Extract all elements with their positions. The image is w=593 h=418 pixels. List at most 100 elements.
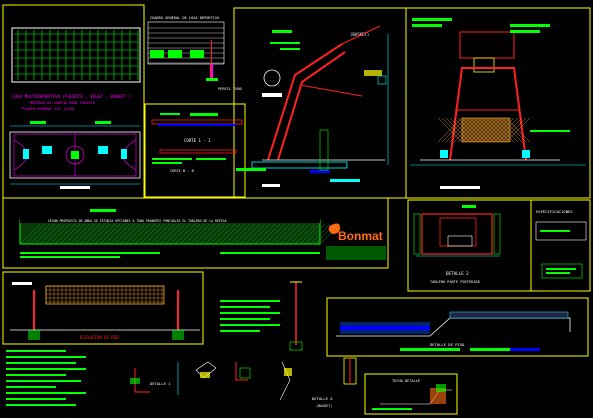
- hatch-line: [144, 223, 166, 245]
- bottom-notes: [6, 350, 86, 406]
- plan-caption-3: PLANTA GENERAL ESC 1/100: [22, 107, 74, 111]
- hatch-line: [244, 223, 266, 245]
- hatch-line: [149, 223, 171, 245]
- pipe-profile-label: PERFIL TUBO: [218, 87, 242, 91]
- schedule-table-panel[interactable]: CUADRO GENERAL DE LOSA DEPORTIVA PERFIL …: [147, 16, 242, 91]
- basket-side-elevation[interactable]: (BASKET): [236, 25, 389, 187]
- hatch-line: [204, 223, 226, 245]
- detail-a-panel[interactable]: DETALLE A (BASKET): [312, 357, 357, 408]
- logo-text: Bonmat: [338, 229, 383, 243]
- hatch-line: [54, 223, 76, 245]
- floor-detail-panel[interactable]: DETALLE DE PISO: [336, 311, 571, 351]
- banner-panel[interactable]: SEGUN PROPUESTA DE OBRA SE ESTUDIA OPCIO…: [19, 209, 386, 260]
- hatch-line: [224, 223, 246, 245]
- floor-detail-label: DETALLE DE PISO: [430, 342, 465, 347]
- detail-1-label: DETALLE 1: [150, 381, 171, 386]
- hatch-line: [497, 117, 523, 143]
- hatch-line: [294, 223, 316, 245]
- hatch-line: [199, 223, 221, 245]
- general-notes-title: ESPECIFICACIONES: [536, 209, 573, 214]
- hatch-line: [154, 223, 176, 245]
- hatch-line: [445, 117, 471, 143]
- hatch-line: [309, 223, 331, 245]
- hatch-line: [304, 223, 326, 245]
- hatch-line: [473, 117, 499, 143]
- hatch-line: [189, 223, 211, 245]
- hatch-line: [219, 223, 241, 245]
- hatch-line: [239, 223, 261, 245]
- hatch-line: [124, 223, 146, 245]
- notes-panel[interactable]: ESPECIFICACIONES: [535, 209, 587, 279]
- hatch-line: [437, 117, 463, 143]
- hatch-line: [99, 223, 121, 245]
- detail-2-panel[interactable]: DETALLE 2 TABLERO PARTE POSTERIOR: [413, 205, 501, 284]
- hatch-line: [184, 223, 206, 245]
- detail-2-sublabel: TABLERO PARTE POSTERIOR: [430, 280, 481, 284]
- hatch-line: [465, 117, 491, 143]
- bottom-detail-panel[interactable]: TECHO DETALLE: [372, 379, 452, 410]
- hatch-line: [134, 223, 156, 245]
- hatch-line: [229, 223, 251, 245]
- hatch-line: [19, 223, 41, 245]
- detail-1-panel[interactable]: DETALLE 1: [130, 361, 292, 401]
- basket-front-elevation[interactable]: [410, 18, 586, 189]
- hatch-line: [254, 223, 276, 245]
- hatch-line: [505, 117, 531, 143]
- basketball-ball-icon: [263, 69, 281, 87]
- hatch-line: [485, 117, 511, 143]
- hatch-line: [139, 223, 161, 245]
- hatch-line: [289, 223, 311, 245]
- hatch-line: [501, 117, 527, 143]
- hatch-line: [441, 117, 467, 143]
- hatch-line: [169, 223, 191, 245]
- hatch-line: [119, 223, 141, 245]
- hatch-line: [493, 117, 519, 143]
- detail-a-label: DETALLE A: [312, 396, 333, 401]
- detail-2-label: DETALLE 2: [446, 271, 469, 276]
- hatch-line: [29, 223, 51, 245]
- hatch-line: [164, 223, 186, 245]
- section-1-label: CORTE 1 - 1: [184, 138, 211, 143]
- net-hatch: [45, 285, 164, 304]
- hatch-line: [74, 223, 96, 245]
- sheet-frames: [2, 4, 591, 415]
- hatch-line: [461, 117, 487, 143]
- bottom-title: TECHO DETALLE: [392, 379, 420, 383]
- hatch-line: [449, 117, 475, 143]
- hatch-line: [453, 117, 479, 143]
- section-panel[interactable]: CORTE 1 - 1 CORTE B - B: [151, 113, 243, 173]
- hatch-line: [457, 117, 483, 143]
- hatch-line: [34, 223, 56, 245]
- hatch-line: [477, 117, 503, 143]
- post-detail[interactable]: [220, 281, 303, 351]
- hatch-line: [79, 223, 101, 245]
- hatch-line: [284, 223, 306, 245]
- hatch-line: [109, 223, 131, 245]
- hatch-line: [69, 223, 91, 245]
- hatch-line: [269, 223, 291, 245]
- mesh-hatch: [437, 117, 531, 143]
- hatch-line: [481, 117, 507, 143]
- hatch-line: [159, 223, 181, 245]
- hatch-line: [114, 223, 136, 245]
- court-grid-lines: [14, 30, 139, 80]
- hatch-line: [94, 223, 116, 245]
- hatch-line: [299, 223, 321, 245]
- hatch-line: [24, 223, 46, 245]
- hatch-line: [44, 223, 66, 245]
- hatch-line: [209, 223, 231, 245]
- banner-note: SEGUN PROPUESTA DE OBRA SE ESTUDIA OPCIO…: [48, 219, 227, 223]
- hatch-line: [174, 223, 196, 245]
- hatch-line: [234, 223, 256, 245]
- plan-caption-1: LOSA MULTIDEPORTIVA (FULBITO , VOLEY , B…: [12, 94, 131, 99]
- net-elevation-panel[interactable]: ELEVACION DE RED: [10, 282, 200, 340]
- hatch-line: [469, 117, 495, 143]
- hatch-line: [39, 223, 61, 245]
- bonmat-logo: Bonmat: [328, 223, 383, 243]
- hatch-line: [214, 223, 236, 245]
- hatch-line: [84, 223, 106, 245]
- net-elevation-label: ELEVACION DE RED: [80, 335, 119, 340]
- court-plan-panel[interactable]: LOSA MULTIDEPORTIVA (FULBITO , VOLEY , B…: [9, 27, 141, 189]
